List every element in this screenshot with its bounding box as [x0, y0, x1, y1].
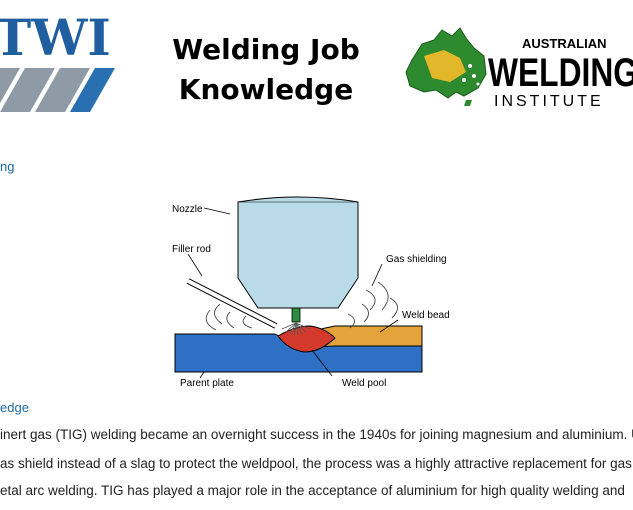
gas-shielding: [205, 281, 398, 331]
nozzle: [237, 196, 359, 309]
label-gas-shielding: Gas shielding: [386, 254, 447, 265]
awi-logo-big-text: WELDING: [488, 51, 633, 95]
twi-logo: TWI: [0, 8, 115, 112]
awi-logo-small-text: AUSTRALIAN: [522, 36, 607, 51]
label-nozzle: Nozzle: [172, 204, 203, 215]
filler-rod: [186, 278, 278, 329]
label-weld-pool: Weld pool: [342, 378, 386, 389]
page-title-line-1: Welding Job: [172, 33, 360, 66]
section-heading-lower: edge: [0, 400, 29, 415]
awi-logo: AUSTRALIAN WELDING INSTITUTE: [405, 27, 633, 110]
awi-logo-sub-text: INSTITUTE: [494, 93, 604, 110]
label-filler-rod: Filler rod: [172, 244, 211, 255]
arc-rays: [281, 322, 311, 336]
tig-welding-diagram: Nozzle Filler rod Gas shielding Weld bea…: [172, 196, 450, 389]
page-title-line-2: Knowledge: [178, 73, 354, 106]
weld-pool: [277, 325, 336, 353]
tungsten-electrode: [291, 307, 301, 323]
label-weld-bead: Weld bead: [402, 310, 450, 321]
label-parent-plate: Parent plate: [180, 378, 234, 389]
section-heading-top: ng: [0, 159, 15, 174]
paragraph-line-3: etal arc welding. TIG has played a major…: [0, 483, 625, 498]
paragraph-line-1: inert gas (TIG) welding became an overni…: [0, 427, 633, 442]
page-title: Welding Job Knowledge: [150, 30, 382, 110]
twi-logo-text: TWI: [0, 8, 111, 67]
paragraph-line-2: as shield instead of a slag to protect t…: [0, 456, 633, 471]
